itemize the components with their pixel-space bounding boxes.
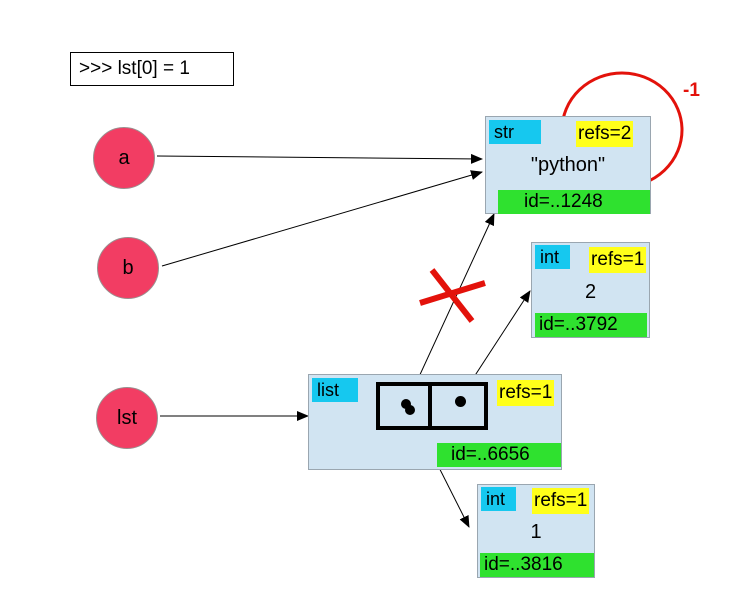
refs-label: refs=1 [532,488,590,514]
type-tag: list [312,378,358,402]
id-label: id=..3792 [535,313,647,337]
arrow-slot0-to-str-removed [405,213,495,406]
type-tag: int [481,487,516,511]
variable-lst: lst [96,387,158,449]
arrow-b-to-str [161,170,483,267]
code-statement: >>> lst[0] = 1 [70,52,234,86]
value-label: 2 [584,281,597,303]
id-label: id=..1248 [498,190,650,214]
list-object: list refs=1 id=..6656 [308,374,562,470]
int-object-2: int refs=1 2 id=..3792 [531,242,650,338]
type-tag: str [489,120,541,144]
variable-b: b [97,237,159,299]
slot-0-new-pointer-dot [405,405,415,415]
refcount-change-label: -1 [683,80,700,101]
value-label: 1 [530,521,542,543]
red-cross-stroke-2 [429,268,475,323]
str-object: str refs=2 "python" id=..1248 [485,116,651,214]
id-label: id=..3816 [480,553,594,577]
refs-label: refs=2 [576,121,634,147]
slot-1-pointer-dot [455,396,466,407]
value-label: "python" [530,154,606,176]
list-slot-1 [428,382,488,430]
int-object-1: int refs=1 1 id=..3816 [477,484,595,578]
type-tag: int [535,245,570,269]
id-label: id=..6656 [437,443,561,467]
variable-a: a [93,127,155,189]
arrow-a-to-str [156,153,483,164]
slot-0-old-pointer-dot [401,399,411,409]
refs-label: refs=1 [589,247,647,273]
refs-label: refs=1 [497,380,555,406]
